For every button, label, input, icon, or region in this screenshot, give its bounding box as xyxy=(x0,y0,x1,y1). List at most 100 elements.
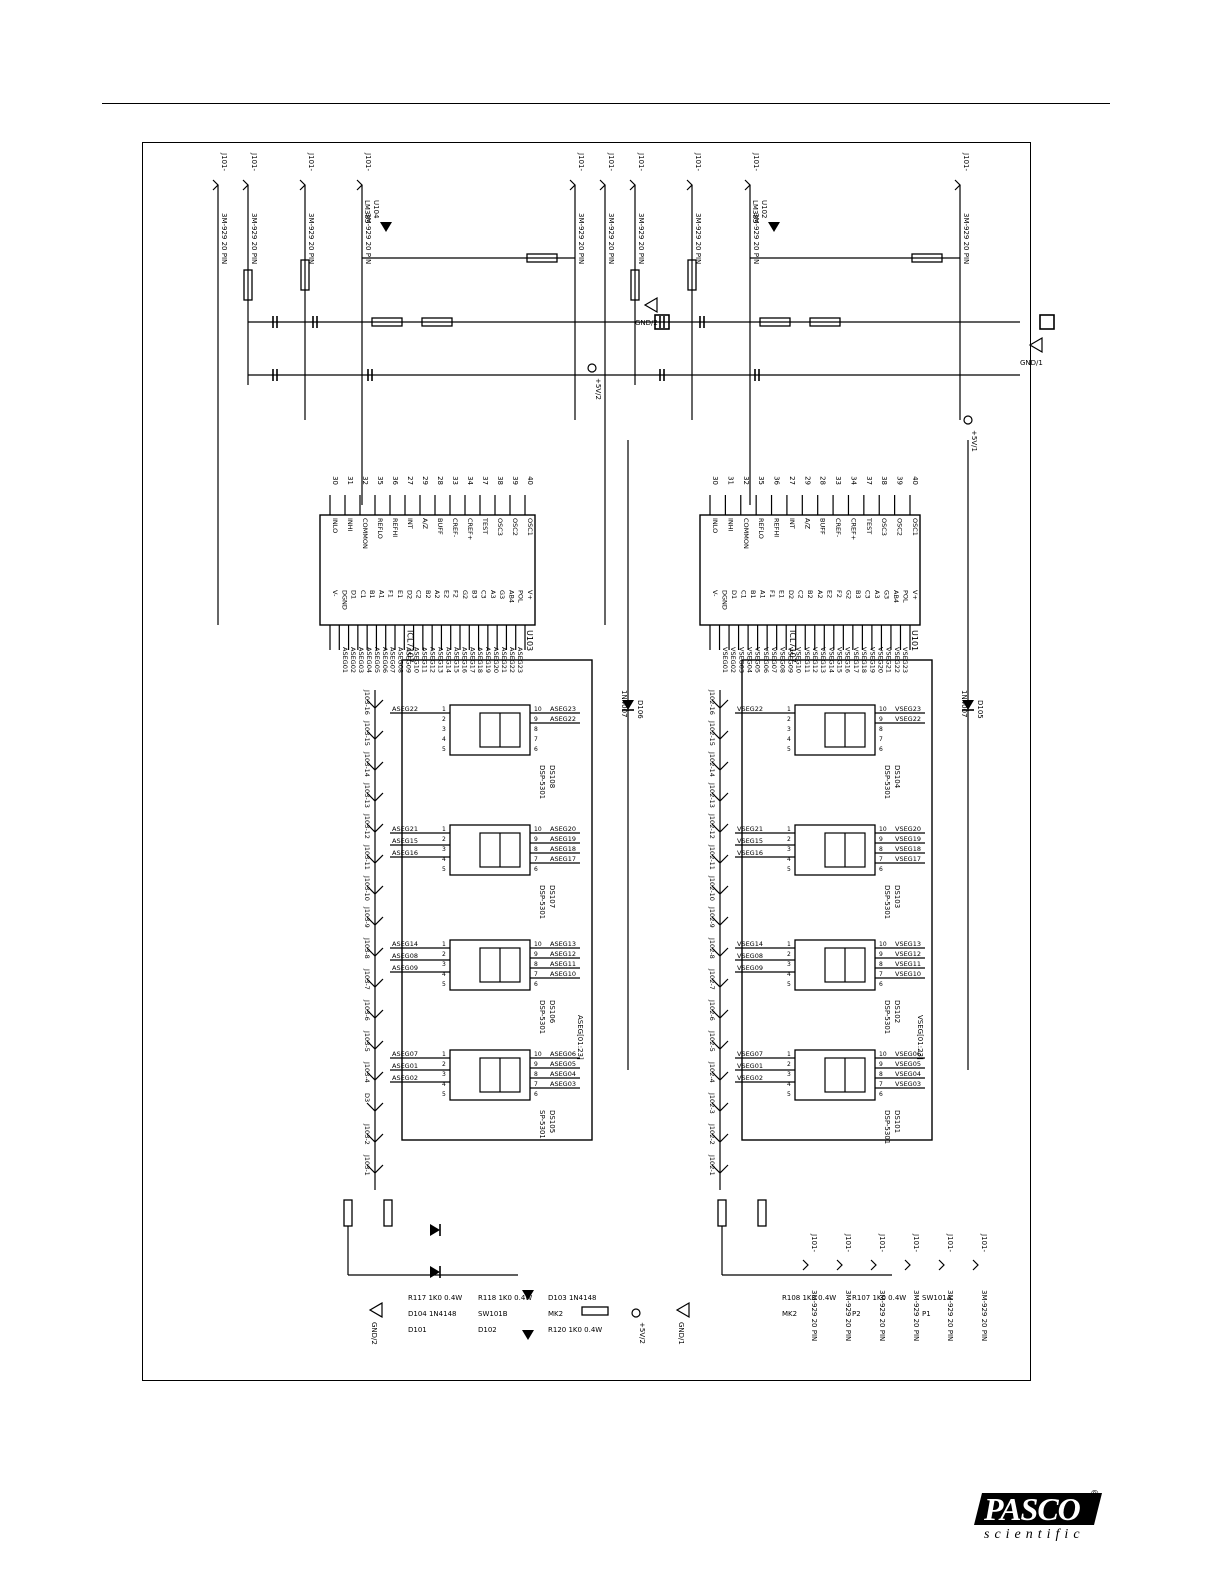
jumper-connector xyxy=(366,1009,384,1019)
jumper-connector xyxy=(711,1071,729,1081)
jumper-ref: J102-8 xyxy=(708,937,716,959)
ic-pin-number: 34 xyxy=(466,476,474,485)
ic-pin-name: POL xyxy=(517,590,525,603)
seven-seg-display xyxy=(794,1049,876,1101)
display-pin-number: 7 xyxy=(879,971,883,978)
bus-label: ASEG[01:23] xyxy=(576,1015,584,1060)
display-pin-number: 6 xyxy=(534,746,538,753)
ic-pin-name: V+ xyxy=(911,590,919,600)
net-label: ASEG05 xyxy=(373,647,381,673)
segment-net-label: ASEG18 xyxy=(550,845,576,853)
display-pin-number: 3 xyxy=(442,1071,446,1078)
electrolytic-capacitor xyxy=(1039,314,1055,330)
connector-ref: J101- xyxy=(810,1233,818,1252)
display-pin-number: 7 xyxy=(534,736,538,743)
component-label: SW101B xyxy=(478,1310,508,1318)
segment-net-label: VSEG02 xyxy=(737,1074,763,1082)
jumper-ref: J103-8 xyxy=(363,937,371,959)
jumper-connector xyxy=(366,1071,384,1081)
component-label: R117 1K0 0.4W xyxy=(408,1294,462,1302)
jumper-ref: J102-15 xyxy=(708,720,716,746)
ic-pin-name: A1 xyxy=(377,590,385,599)
display-pin-number: 10 xyxy=(534,826,542,833)
component-label: R108 1K0 0.4W xyxy=(782,1294,836,1302)
segment-net-label: VSEG07 xyxy=(737,1050,763,1058)
jumper-ref: J103-7 xyxy=(363,968,371,990)
jumper-ref: J103-5 xyxy=(363,1030,371,1052)
display-pin-number: 4 xyxy=(442,1081,446,1088)
display-pin-number: 9 xyxy=(534,951,538,958)
jumper-ref: J102-4 xyxy=(708,1061,716,1083)
connector-ref: J101- xyxy=(946,1233,954,1252)
resistor xyxy=(911,253,943,263)
display-pin-number: 3 xyxy=(787,726,791,733)
display-pin-number: 2 xyxy=(787,1061,791,1068)
connector-ref: J101- xyxy=(220,152,228,171)
ic-pin-name: B3 xyxy=(470,590,478,599)
ic-pin-number: 36 xyxy=(391,476,399,485)
display-pin-number: 2 xyxy=(787,716,791,723)
potentiometer xyxy=(687,259,697,291)
display-pin-number: 2 xyxy=(787,951,791,958)
connector-cable-label: 3M-929 20 PIN xyxy=(912,1290,920,1341)
segment-net-label: VSEG11 xyxy=(895,960,921,968)
segment-net-label: VSEG22 xyxy=(737,705,763,713)
jumper-connector xyxy=(711,730,729,740)
ic-pin-name: OSC2 xyxy=(511,518,519,536)
display-ref: DS105 xyxy=(548,1110,556,1133)
ic-pin-name: C3 xyxy=(863,590,871,599)
display-pin-number: 10 xyxy=(534,941,542,948)
display-pin-number: 2 xyxy=(442,1061,446,1068)
jumper-ref: J103-15 xyxy=(363,720,371,746)
jumper-connector xyxy=(366,792,384,802)
segment-net-label: VSEG10 xyxy=(895,970,921,978)
jumper-connector xyxy=(366,699,384,709)
segment-net-label: ASEG11 xyxy=(550,960,576,968)
display-pin-number: 2 xyxy=(442,716,446,723)
display-pin-number: 10 xyxy=(879,826,887,833)
resistor xyxy=(757,1199,767,1227)
ic-pin-name: REFHI xyxy=(391,518,399,537)
ic-pin-name: D2 xyxy=(405,590,413,599)
display-pin-number: 3 xyxy=(787,1071,791,1078)
display-pin-number: 5 xyxy=(787,981,791,988)
segment-net-label: VSEG19 xyxy=(895,835,921,843)
net-label: ASEG01 xyxy=(341,647,349,673)
led xyxy=(522,1290,534,1300)
jumper-connector xyxy=(366,885,384,895)
resistor xyxy=(809,317,841,327)
potentiometer xyxy=(243,269,253,301)
net-label: VSEG02 xyxy=(729,647,737,673)
ic-pin-name: INHI xyxy=(726,518,734,532)
diode xyxy=(962,700,974,710)
ic-pin-number: 28 xyxy=(436,476,444,485)
net-label: ASEG06 xyxy=(381,647,389,673)
segment-net-label: VSEG20 xyxy=(895,825,921,833)
diode-part: 1N4007 xyxy=(620,690,628,718)
reference-ref: U104 xyxy=(372,200,380,219)
display-pin-number: 1 xyxy=(787,706,791,713)
ic-pin-number: 33 xyxy=(834,476,842,485)
ic-pin-name: G3 xyxy=(498,590,506,599)
segment-bus xyxy=(401,659,593,1141)
ic-pin-number: 37 xyxy=(865,476,873,485)
display-pin-number: 4 xyxy=(442,736,446,743)
segment-net-label: ASEG07 xyxy=(392,1050,418,1058)
connector-ref: J101- xyxy=(607,152,615,171)
ic-pin-name: A2 xyxy=(816,590,824,599)
jumper-ref: J103-6 xyxy=(363,999,371,1021)
connector-cable-label: 3M-929 20 PIN xyxy=(577,213,585,264)
segment-net-label: VSEG15 xyxy=(737,837,763,845)
connector-cable-label: 3M-929 20 PIN xyxy=(962,213,970,264)
ic-pin-number: 27 xyxy=(788,476,796,485)
segment-net-label: ASEG15 xyxy=(392,837,418,845)
ic-pin-name: C2 xyxy=(415,590,423,599)
seven-seg-display xyxy=(449,1049,531,1101)
connector-ref: J101- xyxy=(577,152,585,171)
display-pin-number: 4 xyxy=(787,736,791,743)
jumper-connector xyxy=(711,792,729,802)
component-label: R118 1K0 0.4W xyxy=(478,1294,532,1302)
ic-pin-name: B1 xyxy=(749,590,757,599)
ic-pin-name: E1 xyxy=(396,590,404,598)
segment-net-label: ASEG13 xyxy=(550,940,576,948)
